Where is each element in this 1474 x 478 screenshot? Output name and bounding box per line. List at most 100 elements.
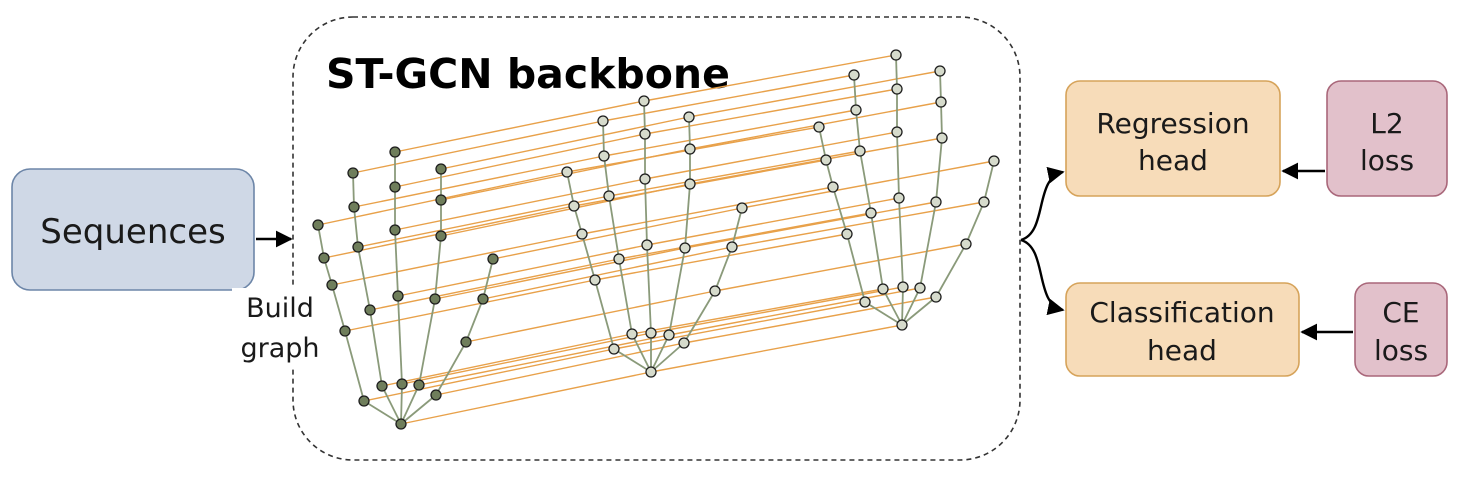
temporal-edge bbox=[482, 246, 733, 300]
l2-loss-line1: L2 bbox=[1370, 107, 1403, 140]
temporal-edge bbox=[465, 290, 716, 343]
joint-node bbox=[460, 336, 472, 348]
joint-node bbox=[392, 290, 404, 302]
joint-node bbox=[890, 49, 902, 61]
hand-skeletons bbox=[312, 49, 1000, 430]
joint-node bbox=[848, 69, 860, 81]
bone bbox=[434, 235, 442, 300]
temporal-edge bbox=[594, 233, 848, 281]
build-graph-label: Build graph bbox=[232, 288, 328, 366]
joint-node bbox=[896, 319, 908, 331]
temporal-edge bbox=[401, 332, 652, 385]
bone bbox=[882, 288, 903, 326]
joint-node bbox=[395, 418, 407, 430]
joint-node bbox=[429, 293, 441, 305]
joint-node bbox=[326, 279, 338, 291]
joint-node bbox=[389, 224, 401, 236]
bone bbox=[644, 178, 648, 246]
joint-node bbox=[813, 121, 825, 133]
temporal-edge bbox=[344, 279, 596, 332]
joint-node bbox=[678, 337, 690, 349]
temporal-edge bbox=[394, 178, 646, 231]
bone bbox=[919, 201, 937, 289]
l2-loss-box: L2 loss bbox=[1326, 80, 1448, 197]
temporal-edge bbox=[434, 247, 686, 300]
temporal-edge bbox=[603, 109, 857, 157]
joint-node bbox=[639, 128, 651, 140]
temporal-edge bbox=[618, 212, 872, 260]
joint-node bbox=[988, 155, 1000, 167]
joint-node bbox=[318, 252, 330, 264]
joint-node bbox=[430, 389, 442, 401]
joint-node bbox=[339, 325, 351, 337]
branch-arrow-regression bbox=[1020, 166, 1065, 242]
joint-node bbox=[576, 228, 588, 240]
joint-node bbox=[598, 150, 610, 162]
classification-head-line2: head bbox=[1147, 334, 1217, 367]
bone bbox=[683, 290, 716, 344]
joint-node bbox=[930, 291, 942, 303]
bone bbox=[418, 298, 436, 386]
temporal-edge bbox=[353, 155, 605, 208]
bone bbox=[331, 284, 346, 332]
joint-node bbox=[891, 126, 903, 138]
joint-node bbox=[934, 65, 946, 77]
bone bbox=[901, 296, 937, 326]
joint-node bbox=[897, 281, 909, 293]
joint-node bbox=[613, 253, 625, 265]
build-graph-line2: graph bbox=[240, 333, 319, 364]
bone bbox=[618, 258, 633, 335]
bone bbox=[731, 207, 743, 248]
joint-node bbox=[477, 293, 489, 305]
temporal-edge bbox=[352, 120, 604, 174]
bone bbox=[668, 247, 686, 336]
temporal-edge bbox=[613, 301, 866, 350]
regression-head-line2: head bbox=[1138, 144, 1208, 177]
bone bbox=[983, 160, 995, 203]
bone bbox=[965, 201, 985, 245]
joint-node bbox=[683, 111, 695, 123]
bone bbox=[896, 131, 900, 199]
backbone-container bbox=[292, 16, 1021, 461]
temporal-edge bbox=[688, 70, 941, 118]
bone bbox=[400, 394, 437, 425]
bone bbox=[855, 109, 861, 152]
regression-head-box: Regression head bbox=[1065, 80, 1281, 197]
temporal-edge bbox=[608, 150, 861, 197]
joint-node bbox=[709, 285, 721, 297]
bone bbox=[357, 246, 371, 311]
temporal-edge bbox=[418, 334, 670, 386]
joint-node bbox=[626, 328, 638, 340]
temporal-edge bbox=[646, 197, 900, 246]
l2-loss-line2: loss bbox=[1360, 144, 1414, 177]
bone bbox=[935, 243, 967, 298]
temporal-edge bbox=[435, 342, 685, 396]
joint-node bbox=[893, 192, 905, 204]
temporal-edge bbox=[331, 233, 583, 286]
joint-node bbox=[389, 146, 401, 158]
joint-node bbox=[684, 178, 696, 190]
joint-node bbox=[960, 238, 972, 250]
bone bbox=[832, 186, 848, 235]
temporal-edge bbox=[668, 287, 921, 336]
bone bbox=[714, 246, 733, 292]
joint-node bbox=[679, 242, 691, 254]
bone bbox=[369, 309, 383, 387]
temporal-edge bbox=[581, 186, 834, 235]
temporal-edge bbox=[741, 160, 995, 209]
temporal-edge bbox=[363, 348, 615, 402]
bone bbox=[381, 385, 402, 425]
joint-node bbox=[978, 196, 990, 208]
hand-skeleton-2 bbox=[561, 95, 748, 378]
temporal-edge bbox=[650, 286, 904, 334]
bone bbox=[435, 341, 467, 396]
joint-node bbox=[641, 239, 653, 251]
joint-node bbox=[827, 181, 839, 193]
joint-node bbox=[347, 167, 359, 179]
joint-node bbox=[487, 253, 499, 265]
bone bbox=[608, 195, 620, 260]
joint-node bbox=[603, 190, 615, 202]
temporal-edge bbox=[714, 243, 967, 292]
bone bbox=[650, 334, 670, 373]
